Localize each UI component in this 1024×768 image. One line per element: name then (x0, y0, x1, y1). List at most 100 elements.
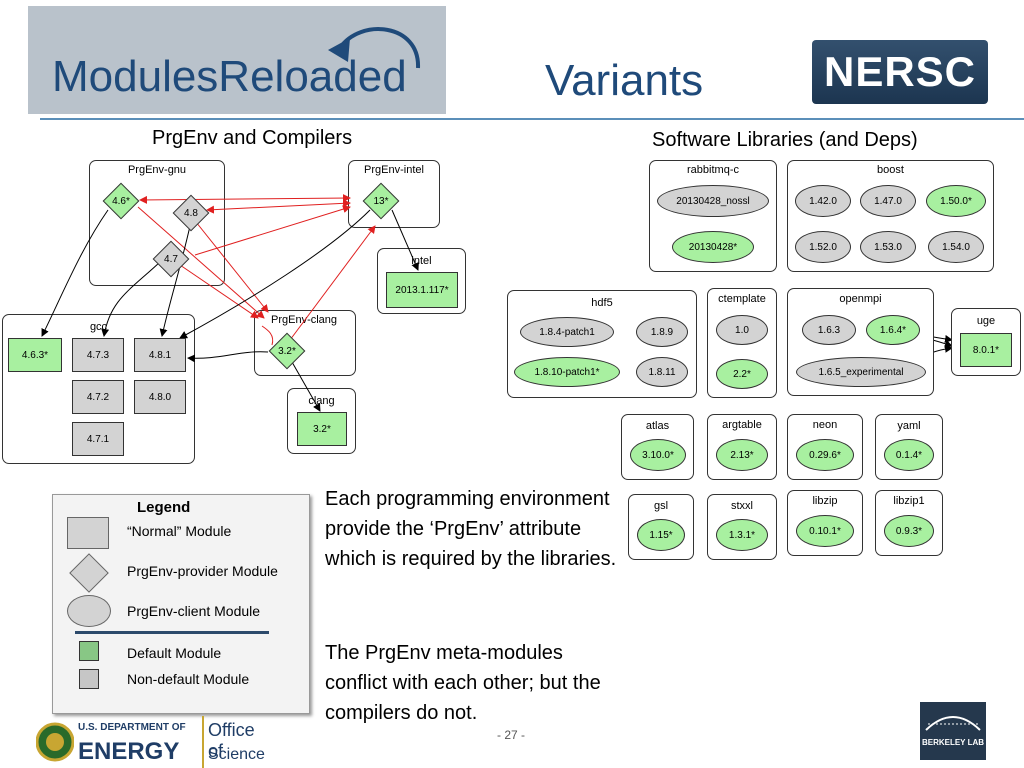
compilers-title: PrgEnv and Compilers (152, 127, 353, 149)
gcc-4.8.1-node[interactable]: 4.8.1 (134, 338, 186, 372)
stxxl-box: stxxl 1.3.1* (707, 494, 777, 560)
nersc-logo: NERSC (812, 40, 988, 104)
prgenv-intel-13-node[interactable]: 13* (356, 182, 406, 220)
box-title: hdf5 (591, 297, 613, 309)
box-title: uge (976, 315, 996, 327)
atlas-box: atlas 3.10.0* (621, 414, 694, 480)
box-title: PrgEnv-gnu (127, 164, 187, 176)
boost-1.54-node[interactable]: 1.54.0 (928, 231, 984, 263)
libzip-0.10.1-node[interactable]: 0.10.1* (796, 515, 854, 547)
stxxl-1.3.1-node[interactable]: 1.3.1* (716, 519, 768, 551)
libraries-title: Software Libraries (and Deps) (652, 129, 918, 151)
gsl-1.15-node[interactable]: 1.15* (637, 519, 685, 551)
box-title: gsl (653, 500, 669, 512)
hdf5-1.8.10-node[interactable]: 1.8.10-patch1* (514, 357, 620, 387)
boost-1.47-node[interactable]: 1.47.0 (860, 185, 916, 217)
gcc-4.7.1-node[interactable]: 4.7.1 (72, 422, 124, 456)
prgenv-gnu-4.8-node[interactable]: 4.8 (166, 194, 216, 232)
prgenv-gnu-4.7-node[interactable]: 4.7 (146, 240, 196, 278)
argtable-box: argtable 2.13* (707, 414, 777, 480)
legend-nondefault-label: Non-default Module (127, 671, 250, 687)
legend-normal-label: “Normal” Module (127, 523, 232, 539)
berkeley-label: BERKELEY LAB (921, 738, 985, 747)
slide-title: Variants (545, 56, 704, 105)
libzip1-box: libzip1 0.9.3* (875, 490, 943, 556)
doe-office1: Office of (208, 720, 255, 761)
box-title: ctemplate (718, 293, 766, 305)
node-label: 4.6* (112, 195, 130, 207)
openmpi-1.6.4-node[interactable]: 1.6.4* (866, 315, 920, 345)
box-title: rabbitmq-c (687, 164, 739, 176)
yaml-box: yaml 0.1.4* (875, 414, 943, 480)
prgenv-clang-3.2-node[interactable]: 3.2* (262, 332, 312, 370)
node-label: 3.2* (278, 345, 296, 357)
box-title: libzip (812, 495, 838, 507)
uge-box: uge 8.0.1* (951, 308, 1021, 376)
uge-8.0.1-node[interactable]: 8.0.1* (960, 333, 1012, 367)
neon-0.29.6-node[interactable]: 0.29.6* (796, 439, 854, 471)
openmpi-box: openmpi 1.6.3 1.6.4* 1.6.5_experimental (787, 288, 934, 396)
hdf5-1.8.11-node[interactable]: 1.8.11 (636, 357, 688, 387)
gsl-box: gsl 1.15* (628, 494, 694, 560)
legend: Legend “Normal” Module PrgEnv-provider M… (52, 494, 310, 714)
intel-2013-node[interactable]: 2013.1.117* (386, 272, 458, 308)
neon-box: neon 0.29.6* (787, 414, 863, 480)
legend-default-label: Default Module (127, 645, 222, 661)
boost-1.50-node[interactable]: 1.50.0* (926, 185, 986, 217)
rabbitmq-default-node[interactable]: 20130428* (672, 231, 754, 263)
openmpi-1.6.3-node[interactable]: 1.6.3 (802, 315, 856, 345)
hdf5-box: hdf5 1.8.4-patch1 1.8.9 1.8.10-patch1* 1… (507, 290, 697, 398)
libzip1-0.9.3-node[interactable]: 0.9.3* (884, 515, 934, 547)
openmpi-1.6.5-node[interactable]: 1.6.5_experimental (796, 357, 926, 387)
doe-office2: Science (208, 746, 265, 763)
header-banner (28, 6, 446, 114)
doe-line1: U.S. DEPARTMENT OF (78, 722, 186, 733)
berkeley-arc-icon (925, 716, 981, 731)
clang-3.2-node[interactable]: 3.2* (297, 412, 347, 446)
box-title: boost (877, 164, 904, 176)
box-title: stxxl (731, 500, 753, 512)
prgenv-clang-box: PrgEnv-clang (254, 310, 356, 376)
box-title: openmpi (839, 293, 882, 305)
legend-provider-label: PrgEnv-provider Module (127, 563, 278, 579)
paragraph-1: Each programming environment provide the… (325, 488, 617, 570)
libzip-box: libzip 0.10.1* (787, 490, 863, 556)
doe-seal-icon (36, 722, 74, 762)
boost-1.42-node[interactable]: 1.42.0 (795, 185, 851, 217)
boost-1.52-node[interactable]: 1.52.0 (795, 231, 851, 263)
reload-arrow-icon (328, 27, 421, 69)
hdf5-1.8.4-node[interactable]: 1.8.4-patch1 (520, 317, 614, 347)
doe-line2: ENERGY (78, 738, 180, 765)
argtable-2.13-node[interactable]: 2.13* (716, 439, 768, 471)
rabbitmq-nossl-node[interactable]: 20130428_nossl (657, 185, 769, 217)
hdf5-1.8.9-node[interactable]: 1.8.9 (636, 317, 688, 347)
box-title: atlas (645, 420, 670, 432)
gcc-4.7.2-node[interactable]: 4.7.2 (72, 380, 124, 414)
legend-provider-swatch (69, 553, 109, 593)
box-title: argtable (722, 419, 762, 431)
node-label: 4.7 (164, 253, 178, 265)
berkeley-lab-logo: BERKELEY LAB (920, 702, 986, 760)
header-rule (40, 118, 1024, 120)
ctemplate-2.2-node[interactable]: 2.2* (716, 359, 768, 389)
legend-divider (75, 631, 269, 634)
legend-default-swatch (79, 641, 99, 661)
node-label: 4.8 (184, 207, 198, 219)
node-label: 13* (373, 195, 389, 207)
gcc-4.6.3-node[interactable]: 4.6.3* (8, 338, 62, 372)
yaml-0.1.4-node[interactable]: 0.1.4* (884, 439, 934, 471)
gcc-4.8.0-node[interactable]: 4.8.0 (134, 380, 186, 414)
prgenv-gnu-box: PrgEnv-gnu (89, 160, 225, 286)
legend-client-label: PrgEnv-client Module (127, 603, 261, 619)
prgenv-gnu-4.6-node[interactable]: 4.6* (96, 182, 146, 220)
atlas-3.10-node[interactable]: 3.10.0* (630, 439, 686, 471)
gcc-4.7.3-node[interactable]: 4.7.3 (72, 338, 124, 372)
boost-1.53-node[interactable]: 1.53.0 (860, 231, 916, 263)
rabbitmq-box: rabbitmq-c 20130428_nossl 20130428* (649, 160, 777, 272)
legend-normal-swatch (67, 517, 109, 549)
box-title: PrgEnv-intel (364, 164, 424, 176)
page-number: - 27 - (497, 728, 526, 742)
boost-box: boost 1.42.0 1.47.0 1.50.0* 1.52.0 1.53.… (787, 160, 994, 272)
ctemplate-1.0-node[interactable]: 1.0 (716, 315, 768, 345)
